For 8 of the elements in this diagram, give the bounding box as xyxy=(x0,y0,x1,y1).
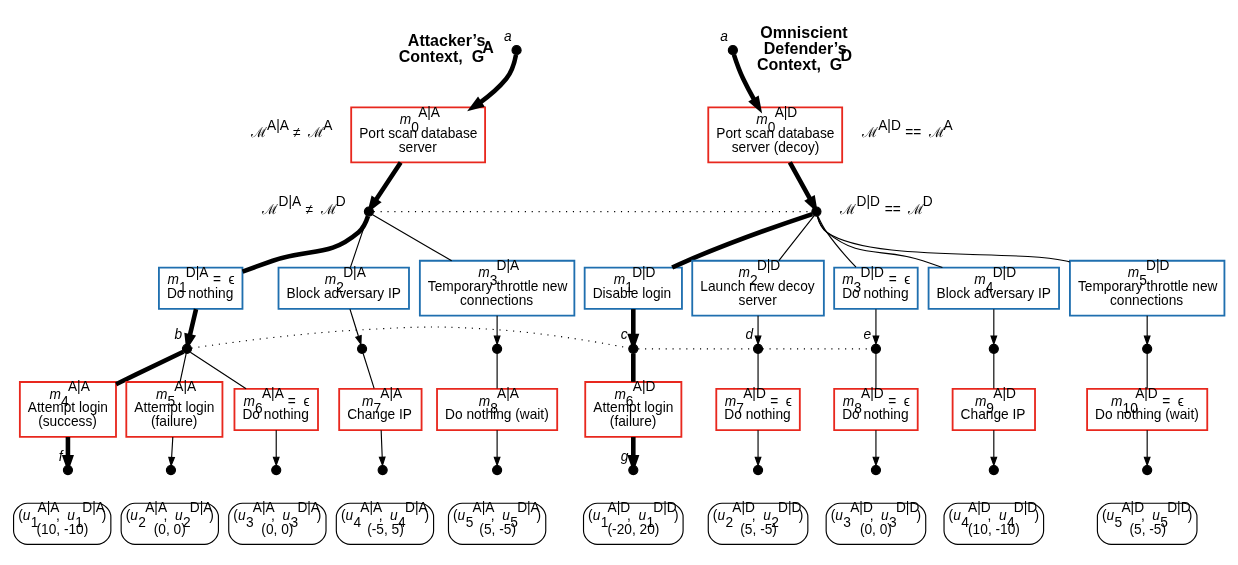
node-label: c xyxy=(620,326,628,342)
node-label: b xyxy=(174,326,183,342)
node-label: d xyxy=(745,326,754,342)
node-label: a xyxy=(720,28,728,44)
node-label: e xyxy=(863,326,872,342)
node-label: a xyxy=(504,28,512,44)
node-label: g xyxy=(620,448,629,464)
node-label: f xyxy=(58,448,63,464)
